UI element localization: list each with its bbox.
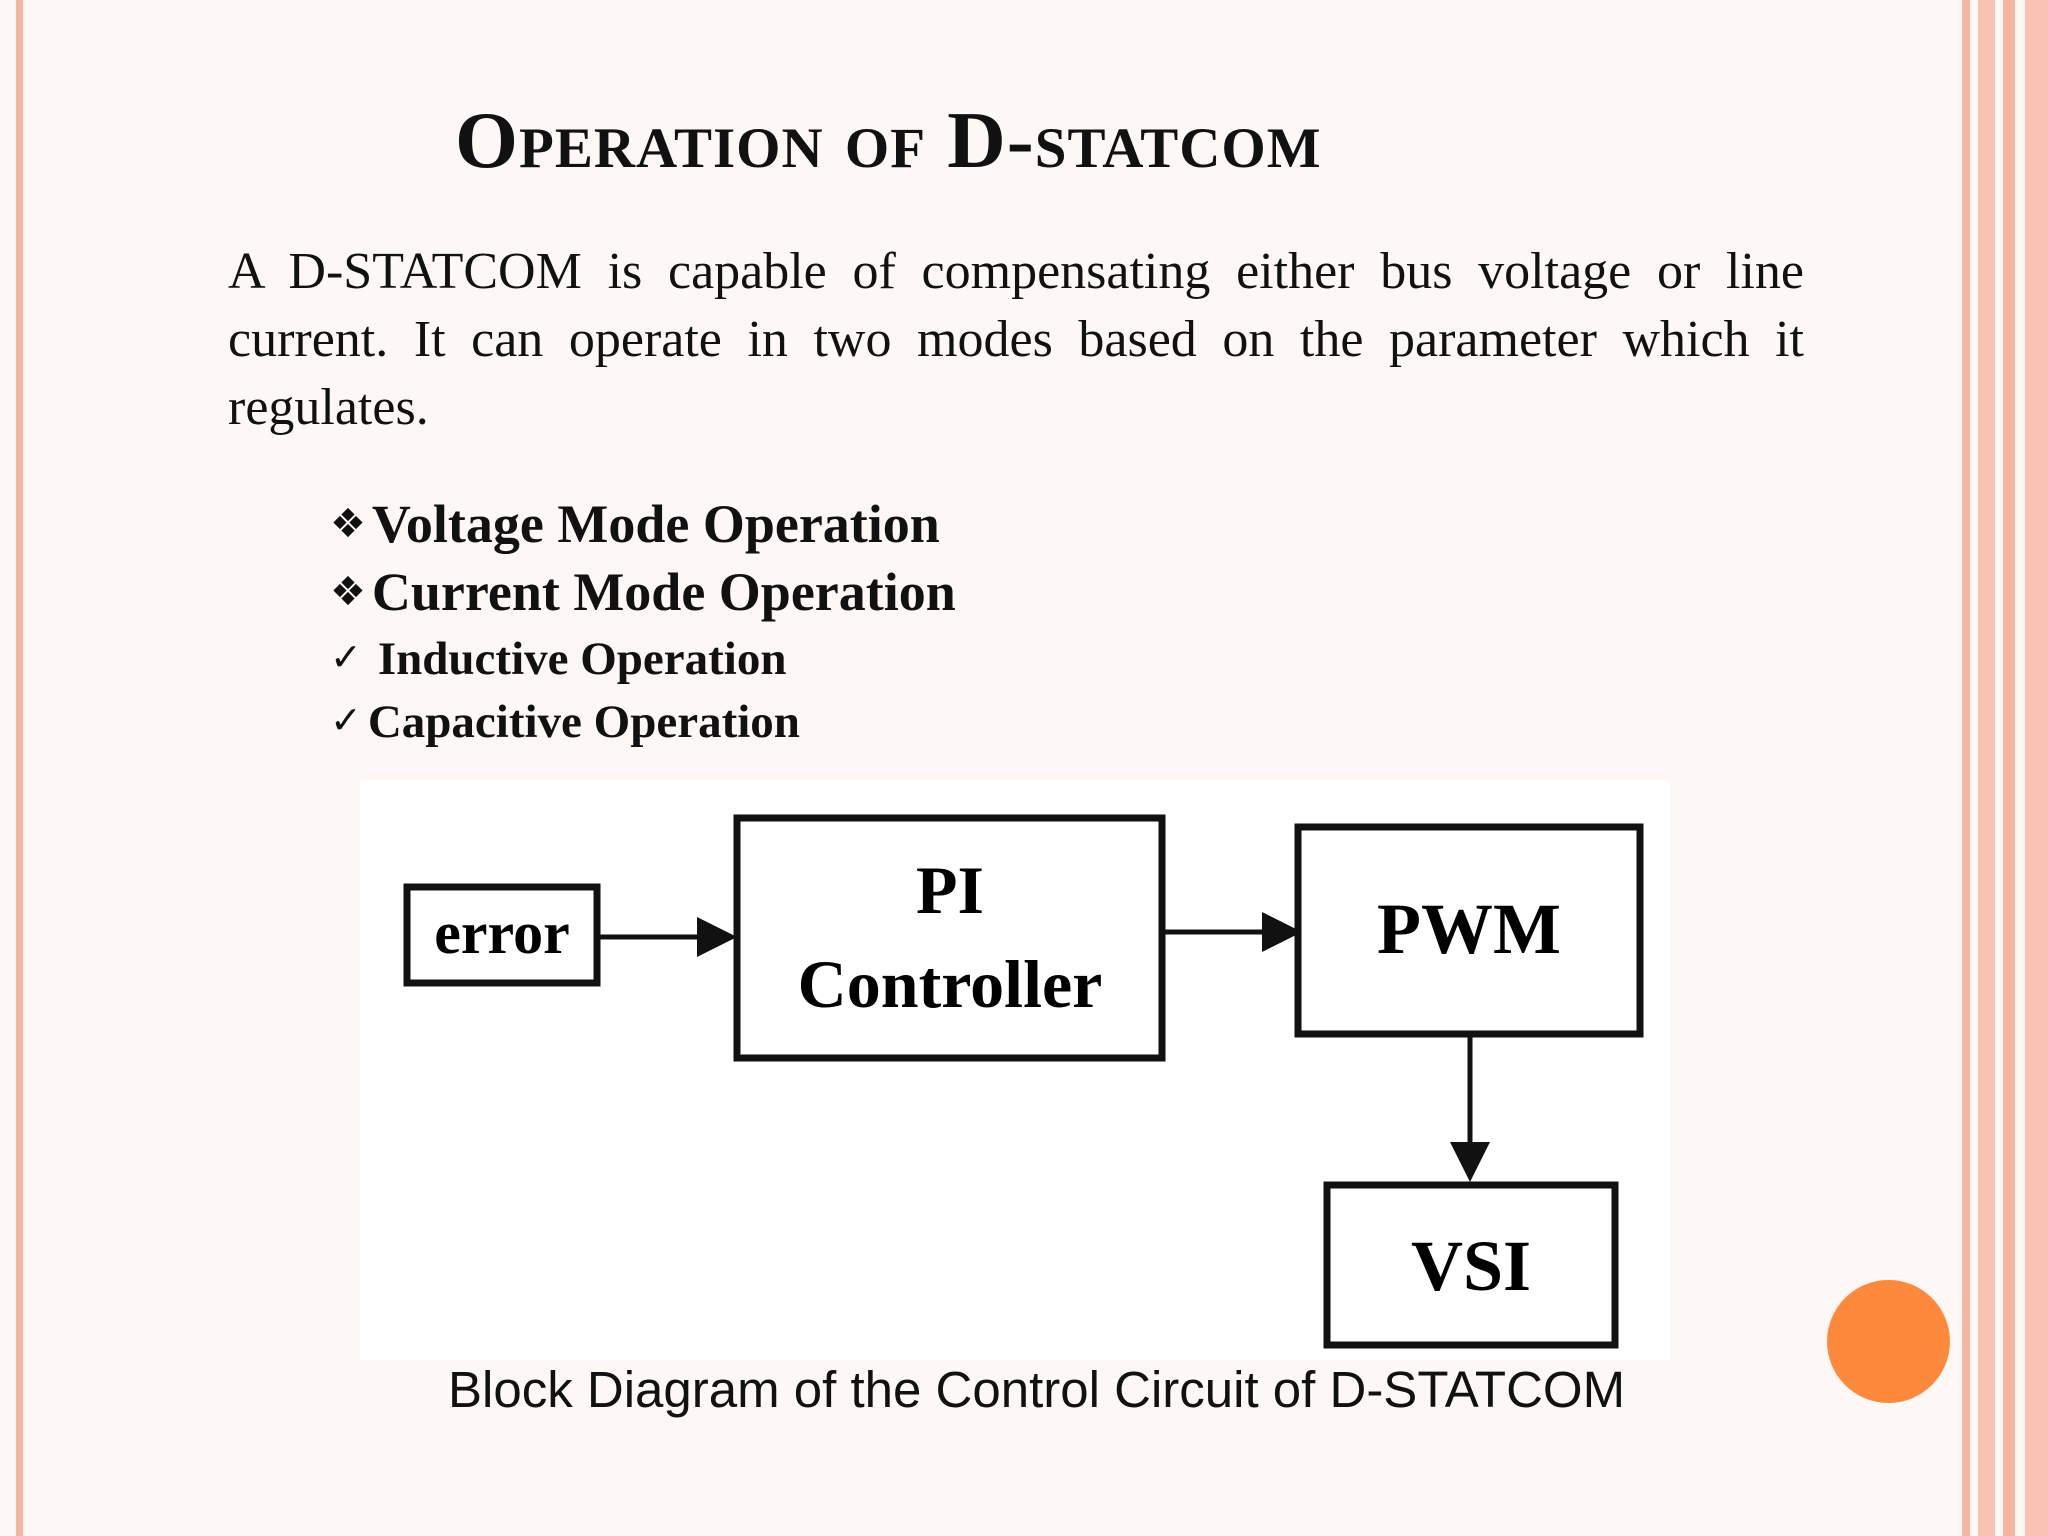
- pi-label: PI: [916, 852, 984, 928]
- list-item-voltage-mode: ❖Voltage Mode Operation: [330, 490, 956, 558]
- left-border-stripe: [16, 0, 23, 1536]
- diagram-background: [360, 780, 1670, 1360]
- right-border-stripe-1: [1962, 0, 1970, 1536]
- sub-mode-label: Capacitive Operation: [367, 696, 800, 748]
- diamond-bullet-icon: ❖: [330, 501, 366, 547]
- block-diagram: error PI Controller PWM VSI: [360, 780, 1670, 1360]
- mode-label: Current Mode Operation: [371, 562, 956, 622]
- list-item-inductive: ✓ Inductive Operation: [330, 626, 956, 689]
- vsi-label: VSI: [1411, 1226, 1531, 1306]
- title-rest: peration of D-statcom: [519, 95, 1322, 185]
- pi-controller-block: [733, 814, 1166, 1062]
- checkmark-icon: ✓: [330, 635, 362, 679]
- controller-label: Controller: [798, 946, 1103, 1022]
- error-label: error: [434, 900, 569, 966]
- slide-title: Operation of D-statcom: [455, 100, 1322, 181]
- error-block: [403, 883, 601, 987]
- title-initial: O: [455, 95, 520, 185]
- right-border-stripe-4: [2025, 0, 2048, 1536]
- decorative-orange-circle: [1827, 1280, 1950, 1403]
- diamond-bullet-icon: ❖: [330, 569, 366, 615]
- diagram-caption: Block Diagram of the Control Circuit of …: [448, 1361, 1626, 1418]
- list-item-current-mode: ❖Current Mode Operation: [330, 558, 956, 626]
- checkmark-icon: ✓: [330, 698, 362, 742]
- mode-label: Voltage Mode Operation: [371, 494, 940, 554]
- pwm-block: [1294, 823, 1644, 1038]
- sub-mode-label: Inductive Operation: [377, 633, 787, 685]
- right-border-stripe-3: [2003, 0, 2015, 1536]
- list-item-capacitive: ✓Capacitive Operation: [330, 689, 956, 752]
- mode-list: ❖Voltage Mode Operation ❖Current Mode Op…: [330, 490, 956, 752]
- pwm-label: PWM: [1377, 889, 1561, 969]
- vsi-block: [1323, 1181, 1619, 1349]
- right-border-stripe-2: [1978, 0, 1995, 1536]
- intro-paragraph: A D-STATCOM is capable of compensating e…: [228, 243, 1804, 436]
